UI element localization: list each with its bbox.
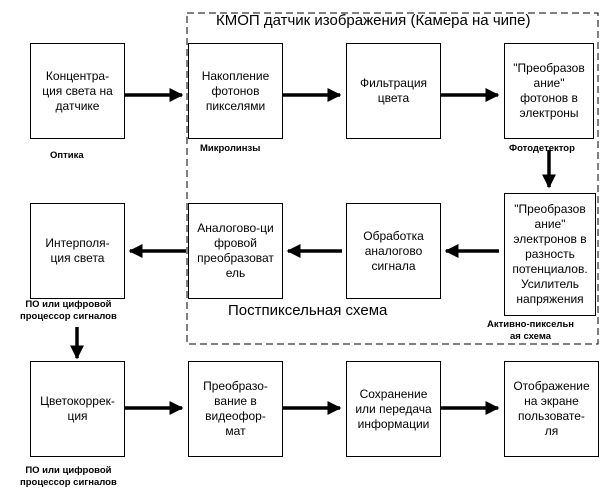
region-subtitle: Постпиксельная схема	[228, 302, 388, 319]
box-display: Отображение на экране пользовате- ля	[504, 361, 599, 457]
caption-software-dsp-2: ПО или цифровой процессор сигналов	[20, 465, 117, 488]
box-color-correction: Цветокоррек- ция	[30, 361, 125, 457]
caption-software-dsp-1: ПО или цифровой процессор сигналов	[20, 299, 117, 322]
caption-microlenses: Микролинзы	[200, 143, 261, 154]
caption-optics: Оптика	[50, 150, 84, 161]
box-photon-accumulation: Накопление фотонов пикселями	[188, 43, 283, 139]
box-interpolation: Интерполя- ция света	[30, 203, 125, 299]
box-electron-to-voltage: "Преобразов ание" электронов в разность …	[504, 193, 596, 316]
cmos-sensor-region	[186, 12, 599, 345]
box-color-filtering: Фильтрация цвета	[346, 43, 441, 139]
box-video-format: Преобразо- вание в видеофор- мат	[188, 361, 283, 457]
caption-active-pixel: Активно-пиксельн ая схема	[487, 319, 575, 342]
box-analog-processing: Обработка аналогово сигнала	[346, 203, 441, 299]
box-light-concentration: Концентра- ция света на датчике	[30, 43, 125, 139]
box-store-transmit: Сохранение или передача информации	[346, 361, 441, 457]
box-photon-to-electron: "Преобразов ание" фотонов в электроны	[504, 43, 594, 139]
box-adc: Аналогово-ци фровой преобразоват ель	[188, 203, 283, 299]
region-title: КМОП датчик изображения (Камера на чипе)	[216, 12, 531, 29]
caption-photodetector: Фотодетектор	[509, 143, 575, 154]
